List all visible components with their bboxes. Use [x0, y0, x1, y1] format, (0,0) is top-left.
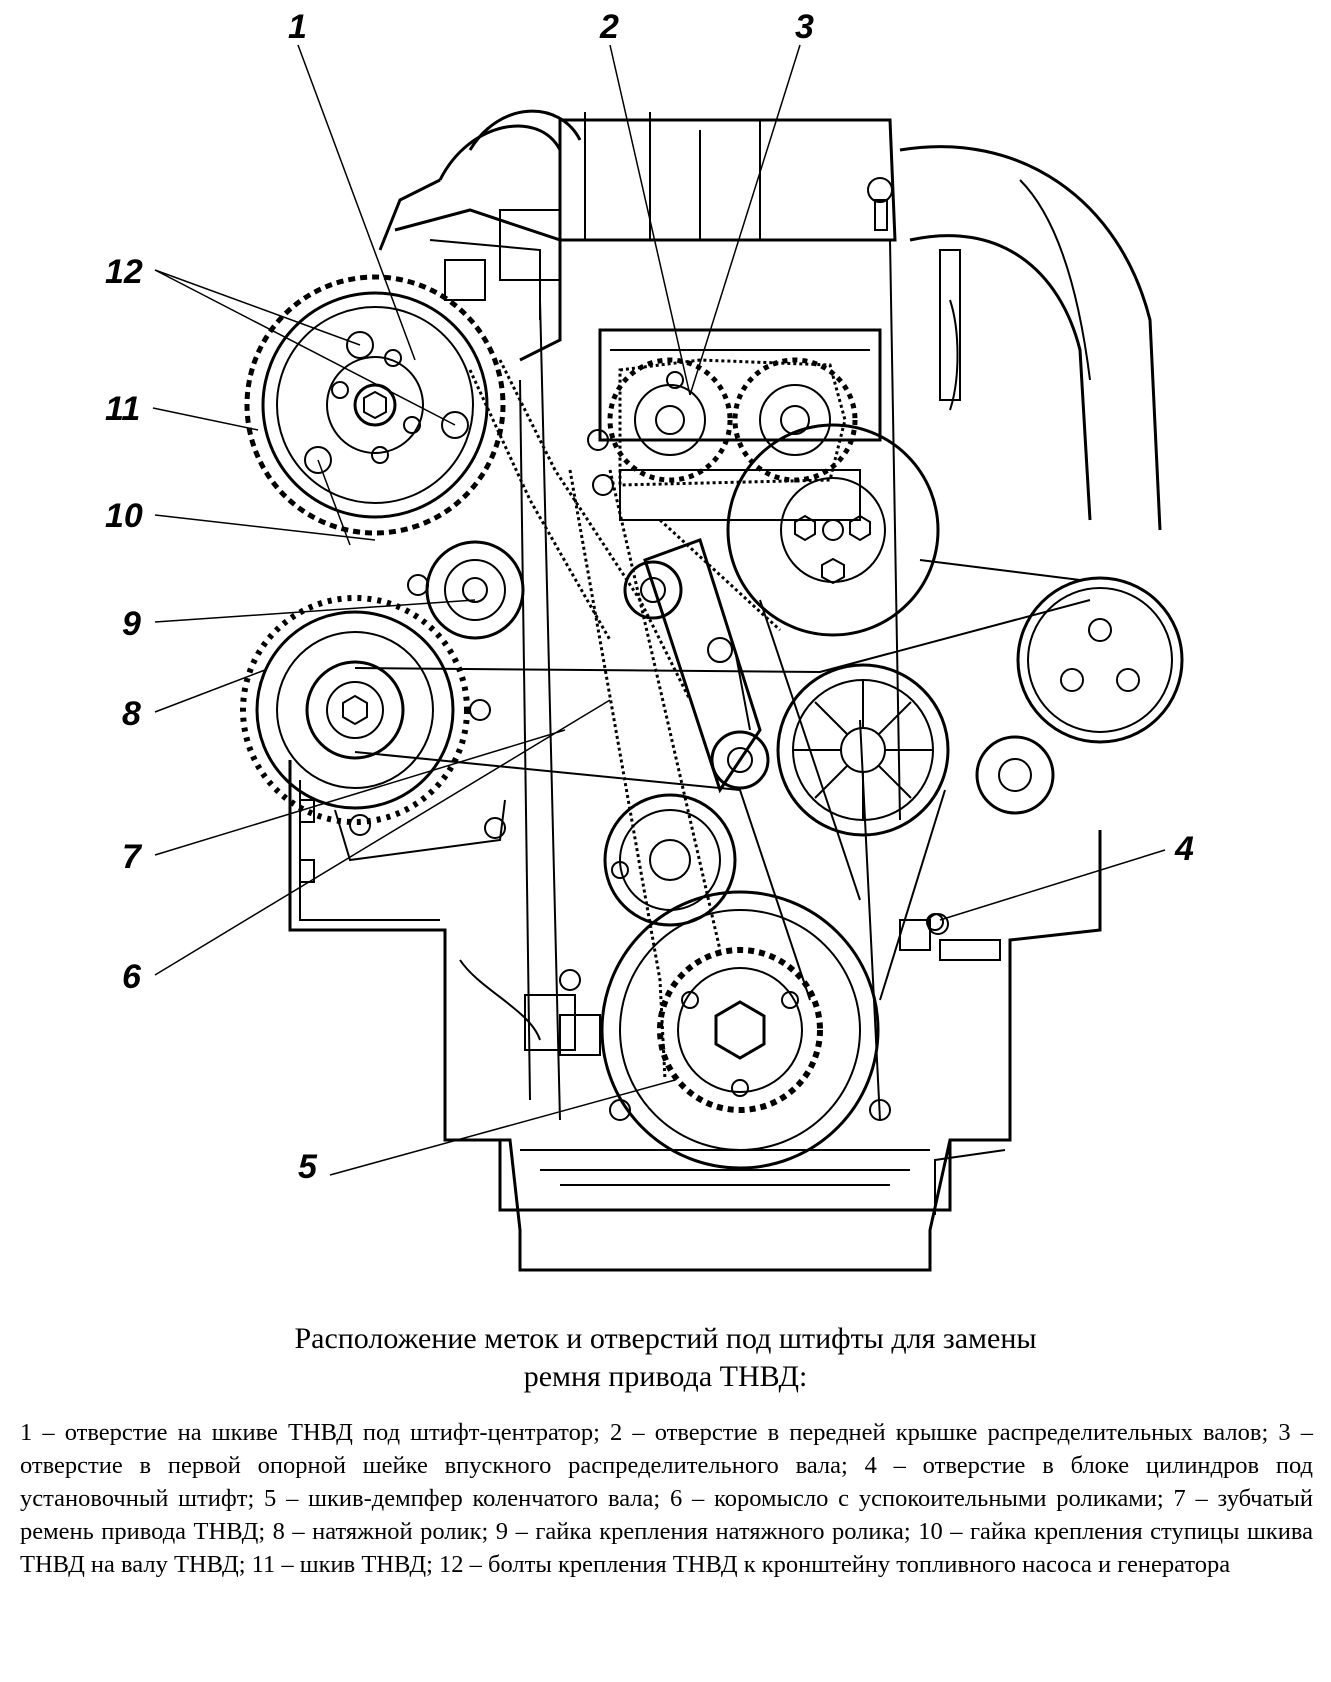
- engine-diagram: 1 2 3 4 5 6 7 8 9 10 11 12: [105, 8, 1194, 1272]
- callout-12: 12: [105, 253, 143, 291]
- crankshaft-damper-pulley: [559, 890, 949, 1170]
- pump-pulley: [726, 423, 940, 637]
- caption-title: Расположение меток и отверстий под штифт…: [0, 1320, 1331, 1396]
- callout-5: 5: [298, 1148, 318, 1186]
- callout-9: 9: [122, 605, 141, 643]
- callout-2: 2: [599, 8, 619, 46]
- caption-legend: 1 – отверстие на шкиве ТНВД под штифт-це…: [20, 1419, 1313, 1578]
- callout-11: 11: [105, 390, 140, 428]
- alternator: [240, 595, 506, 862]
- sensors: [524, 177, 1001, 1056]
- timing-belt: [468, 359, 782, 1081]
- callout-8: 8: [122, 695, 141, 733]
- idler-rollers: [623, 538, 1055, 815]
- accessory-pulley: [776, 663, 950, 837]
- caption-title-line-1: Расположение меток и отверстий под штифт…: [294, 1322, 1037, 1355]
- callout-4: 4: [1174, 830, 1194, 868]
- caption-title-line-2: ремня привода ТНВД:: [523, 1360, 808, 1393]
- callout-1: 1: [288, 8, 307, 46]
- callout-3: 3: [795, 8, 814, 46]
- callout-6: 6: [122, 958, 142, 996]
- injection-pump-pulley: [244, 274, 506, 536]
- engine-block: [288, 109, 1162, 1272]
- lower-tensioner: [603, 793, 737, 927]
- callout-leaders: [152, 44, 1166, 1176]
- accessory-belt: [354, 559, 1091, 1001]
- camshaft-sprockets: [587, 357, 858, 496]
- callout-10: 10: [105, 497, 143, 535]
- tensioner-roller: [407, 540, 525, 640]
- callout-labels: 1 2 3 4 5 6 7 8 9 10 11 12: [105, 8, 1194, 1186]
- power-steering-pulley: [1016, 576, 1184, 744]
- callout-7: 7: [122, 838, 143, 876]
